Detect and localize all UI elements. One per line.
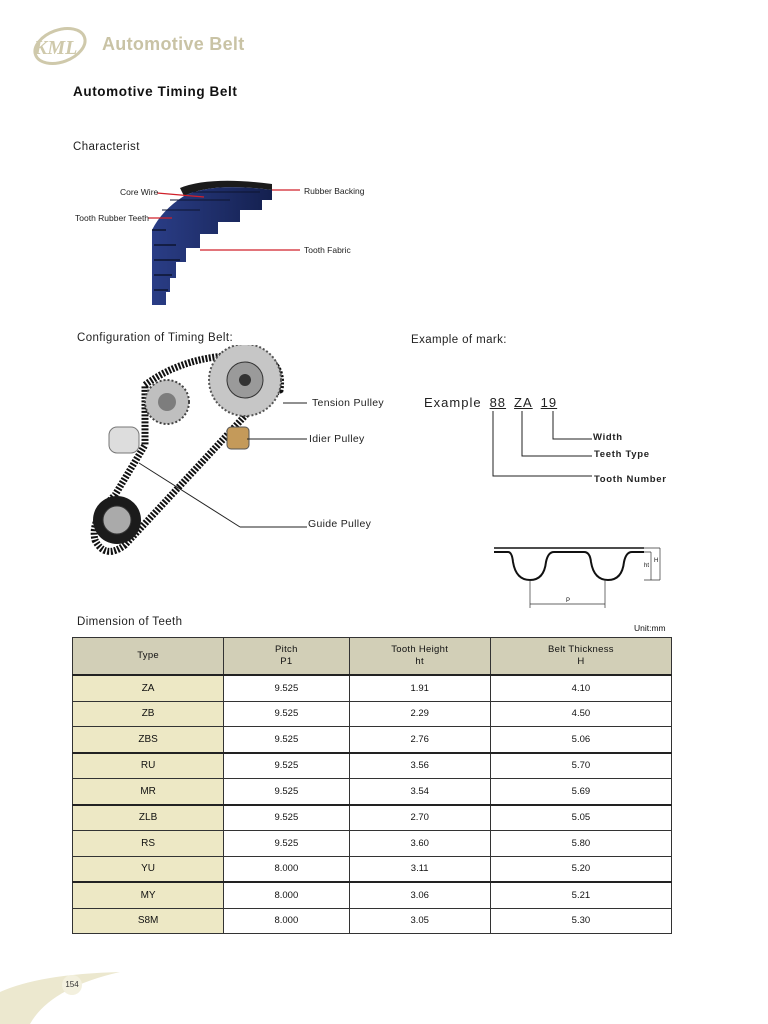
cell-type: ZB: [71, 700, 225, 727]
example-teeth-type: ZA: [514, 395, 533, 410]
characterist-label: Characterist: [73, 141, 140, 153]
tooth-profile-diagram: ht H P: [494, 547, 661, 608]
cell-type: ZLB: [71, 803, 225, 831]
profile-ht-label: ht: [644, 563, 649, 569]
cell-belt-thickness: 4.50: [489, 700, 673, 727]
callout-tooth-rubber-teeth: Tooth Rubber Teeth: [75, 213, 150, 223]
callout-rubber-backing: Rubber Backing: [304, 186, 365, 196]
example-mark-code: Example 88 ZA 19: [424, 395, 557, 410]
cell-type: RS: [71, 830, 225, 857]
page-title: Automotive Timing Belt: [73, 84, 238, 99]
cell-type: S8M: [71, 907, 225, 934]
cell-pitch: 9.525: [223, 778, 350, 805]
header-belt-thickness-line1: Belt Thickness: [548, 644, 614, 655]
cell-pitch: 9.525: [223, 726, 350, 753]
cell-type: YU: [71, 855, 225, 883]
cell-type: ZA: [71, 674, 225, 702]
mark-width-label: Width: [593, 432, 623, 443]
cell-type: ZBS: [71, 726, 225, 753]
cell-tooth-height: 3.05: [348, 907, 491, 934]
timing-belt-configuration-illustration: [90, 345, 307, 555]
cell-tooth-height: 3.54: [348, 778, 491, 805]
callout-idler-pulley: Idier Pulley: [309, 433, 365, 445]
profile-p-label: P: [566, 598, 570, 604]
cell-tooth-height: 2.29: [348, 700, 491, 727]
cell-belt-thickness: 5.80: [489, 830, 673, 857]
header-belt-thickness-line2: H: [577, 656, 585, 667]
mark-tooth-number-label: Tooth Number: [594, 474, 667, 485]
cell-belt-thickness: 5.70: [489, 751, 673, 779]
cell-tooth-height: 3.06: [348, 881, 491, 909]
cell-tooth-height: 3.60: [348, 830, 491, 857]
cell-pitch: 9.525: [223, 700, 350, 727]
cell-tooth-height: 2.76: [348, 726, 491, 753]
cell-belt-thickness: 5.21: [489, 881, 673, 909]
cell-tooth-height: 2.70: [348, 803, 491, 831]
example-prefix: Example: [424, 395, 482, 410]
example-width: 19: [540, 395, 558, 410]
cell-type: MR: [71, 778, 225, 805]
cell-pitch: 8.000: [223, 881, 350, 909]
cell-type: MY: [71, 881, 225, 909]
logo-text: KML: [33, 37, 77, 59]
cell-pitch: 8.000: [223, 855, 350, 883]
cell-tooth-height: 1.91: [348, 674, 491, 702]
cell-belt-thickness: 5.69: [489, 778, 673, 805]
example-mark-label: Example of mark:: [411, 334, 507, 346]
cell-belt-thickness: 5.20: [489, 855, 673, 883]
cell-type: RU: [71, 751, 225, 779]
page-number: 154: [62, 975, 82, 995]
cell-belt-thickness: 4.10: [489, 674, 673, 702]
cell-pitch: 8.000: [223, 907, 350, 934]
cell-belt-thickness: 5.05: [489, 803, 673, 831]
cell-belt-thickness: 5.06: [489, 726, 673, 753]
callout-core-wire: Core Wire: [120, 187, 159, 197]
cell-tooth-height: 3.11: [348, 855, 491, 883]
example-mark-leader-lines: [492, 411, 592, 477]
unit-label: Unit:mm: [634, 623, 666, 633]
cell-tooth-height: 3.56: [348, 751, 491, 779]
header-tooth-height-line1: Tooth Height: [391, 644, 449, 655]
profile-h-label: H: [654, 558, 658, 564]
example-tooth-number: 88: [489, 395, 507, 410]
dimension-label: Dimension of Teeth: [77, 616, 183, 628]
callout-tooth-fabric: Tooth Fabric: [304, 245, 351, 255]
header-pitch-line1: Pitch: [275, 644, 298, 655]
callout-tension-pulley: Tension Pulley: [312, 397, 384, 409]
header-type: Type: [71, 637, 225, 676]
cell-pitch: 9.525: [223, 803, 350, 831]
cell-pitch: 9.525: [223, 751, 350, 779]
callout-guide-pulley: Guide Pulley: [308, 518, 372, 530]
mark-teeth-type-label: Teeth Type: [594, 449, 650, 460]
kml-logo: KML: [33, 27, 87, 65]
cell-pitch: 9.525: [223, 830, 350, 857]
belt-cross-section-illustration: [148, 180, 300, 305]
cell-pitch: 9.525: [223, 674, 350, 702]
footer-swoosh-decoration: [0, 972, 120, 1024]
cell-belt-thickness: 5.30: [489, 907, 673, 934]
header-tooth-height-line2: ht: [415, 656, 424, 667]
configuration-label: Configuration of Timing Belt:: [77, 332, 234, 344]
header-type-text: Type: [137, 650, 159, 661]
brand-title: Automotive Belt: [102, 34, 245, 54]
header-pitch-line2: P1: [280, 656, 293, 667]
